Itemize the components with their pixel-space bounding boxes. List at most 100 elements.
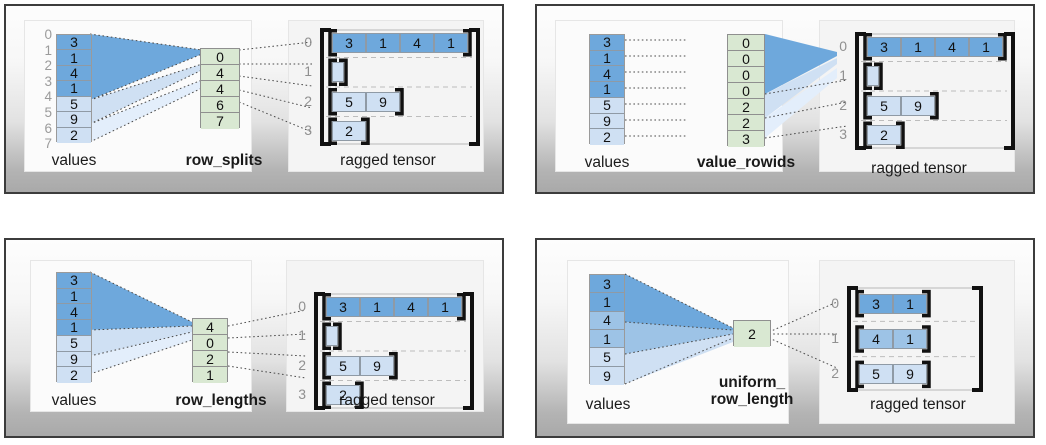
tensor-brackets (847, 286, 983, 392)
param-cell: 3 (728, 131, 764, 147)
tensor-cell: 4 (394, 296, 428, 317)
tensor-cell: 5 (859, 364, 893, 385)
value-index-label: 5 (44, 105, 52, 120)
value-cell: 9 (590, 113, 624, 130)
tensor-cell: 1 (901, 36, 935, 57)
card-tensor-row-lengths (286, 260, 484, 412)
value-cell: 5 (57, 335, 91, 352)
tensor-cell: 3 (326, 296, 360, 317)
value-cell: 1 (57, 80, 91, 97)
tensor-cell: 9 (360, 355, 394, 376)
value-cell: 4 (590, 66, 624, 83)
tensor-cell: 4 (859, 329, 893, 349)
param-cell: 6 (201, 97, 239, 113)
tensor-row-label: 1 (839, 67, 847, 84)
value-cell: 5 (57, 96, 91, 113)
tensor-cell: 1 (428, 296, 462, 317)
tensor-row-label: 0 (304, 33, 312, 50)
tensor-row-label: 3 (839, 126, 847, 143)
tensor-row-label: 3 (298, 386, 306, 403)
tensor-brackets (314, 292, 474, 410)
param-cell: 1 (193, 367, 227, 383)
tensor-row-label: 2 (304, 92, 312, 109)
tensor-cell: 9 (366, 91, 400, 112)
value-cell: 1 (590, 293, 624, 312)
value-cell: 1 (590, 329, 624, 349)
param-cell: 0 (193, 335, 227, 351)
value-cell: 3 (590, 275, 624, 294)
tensor-cell-empty (867, 66, 879, 87)
param-caption-row-lengths: row_lengths (175, 392, 267, 409)
param-cell: 2 (734, 321, 770, 347)
tensor-row-label: 0 (831, 294, 839, 311)
value-index-label: 2 (44, 58, 52, 74)
tensor-cell: 9 (901, 95, 935, 116)
tensor-cell-empty (332, 62, 344, 83)
value-cell: 1 (57, 319, 91, 336)
param-cell: 0 (728, 51, 764, 67)
tensor-cell-empty (326, 326, 338, 347)
param-caption-uniform: uniform_ row_length (710, 374, 794, 409)
value-cell: 9 (57, 351, 91, 368)
tensor-cell: 1 (434, 32, 468, 53)
value-cell: 5 (590, 97, 624, 114)
value-cell: 2 (57, 367, 91, 383)
param-cell: 7 (201, 113, 239, 129)
tensor-cell: 1 (893, 293, 927, 314)
tensor-row-label: 2 (298, 356, 306, 373)
tensor-row-label: 3 (304, 122, 312, 139)
tensor-cell: 3 (332, 32, 366, 53)
tensor-caption-row-splits: ragged tensor (340, 152, 436, 169)
param-cell: 2 (728, 115, 764, 131)
value-cell: 4 (590, 311, 624, 330)
tensor-cell: 5 (326, 355, 360, 376)
tensor-cell: 1 (969, 36, 1003, 57)
value-index-label: 3 (44, 73, 52, 89)
value-cell: 2 (57, 127, 91, 143)
tensor-row-label: 0 (298, 297, 306, 314)
param-caption-value-rowids: value_rowids (696, 154, 796, 171)
value-index-label: 0 (44, 27, 52, 42)
values-caption-row-lengths: values (51, 392, 97, 409)
value-cell: 4 (57, 304, 91, 321)
tensor-caption-value-rowids: ragged tensor (871, 160, 967, 177)
tensor-row-label: 2 (839, 96, 847, 113)
value-cell: 3 (590, 34, 624, 51)
value-cell: 1 (57, 50, 91, 66)
tensor-cell: 2 (326, 385, 360, 406)
tensor-brackets (855, 32, 1015, 150)
param-cell: 4 (201, 81, 239, 97)
value-cell: 3 (57, 272, 91, 289)
tensor-cell: 1 (366, 32, 400, 53)
value-index-label: 1 (44, 42, 52, 58)
value-index-label: 7 (44, 136, 52, 152)
tensor-cell: 9 (893, 364, 927, 385)
tensor-cell: 3 (859, 293, 893, 314)
value-index-label: 4 (44, 89, 52, 105)
tensor-row-label: 1 (298, 327, 306, 344)
param-column-uniform: 2 (733, 320, 771, 347)
tensor-cell: 1 (360, 296, 394, 317)
tensor-row-label: 2 (831, 365, 839, 382)
value-cell: 5 (590, 348, 624, 367)
value-cell: 1 (57, 288, 91, 305)
param-cell: 4 (193, 319, 227, 335)
param-cell: 0 (728, 83, 764, 99)
param-cell: 2 (728, 99, 764, 115)
